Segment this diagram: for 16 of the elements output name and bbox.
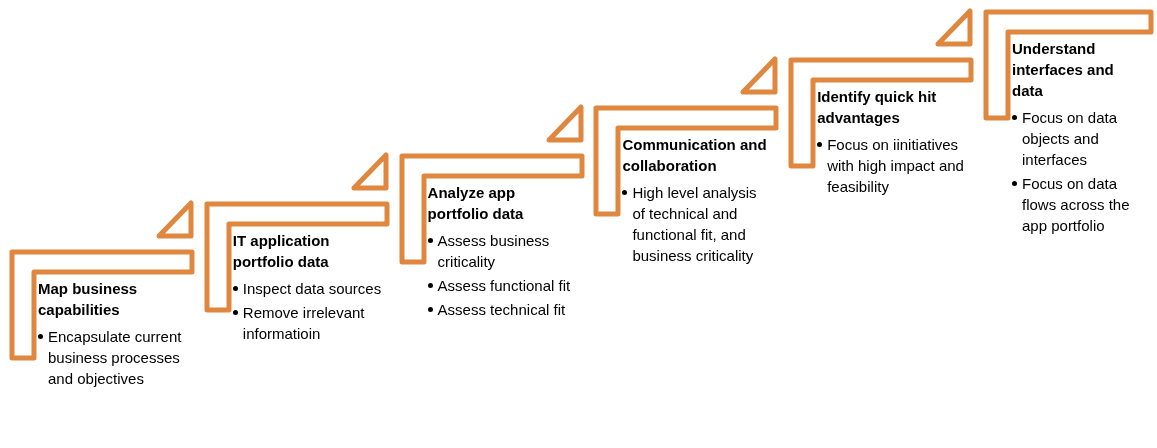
step-heading: Identify quick hit advantages <box>817 87 938 128</box>
bullet-text: Inspect data sources <box>242 279 382 299</box>
bullet-text: Assess business criticality <box>437 231 551 272</box>
bullet-text: Focus on iinitiatives with high impact and feasibility <box>827 135 965 197</box>
step-heading: Map business capabilities <box>38 279 139 320</box>
bullet-text: Assess technical fit <box>437 300 566 320</box>
bullet-text: Focus on data objects and interfaces <box>1022 108 1119 170</box>
step-heading: Understand interfaces and data <box>1012 39 1115 101</box>
step-heading: Communication and collaboration <box>622 135 768 176</box>
bullet-text: High level analysis of technical and functional fit, and business criticality <box>632 183 758 266</box>
bullet-text: Remove irrelevant informatioin <box>242 303 366 344</box>
bullet-text: Encapsulate current business processes and objectives <box>48 327 183 389</box>
step-heading: Analyze app portfolio data <box>427 183 525 224</box>
step-heading: IT application portfolio data <box>232 231 331 272</box>
bullet-text: Focus on data flows across the app portfolio <box>1022 174 1131 236</box>
bullet-text: Assess functional fit <box>437 276 571 296</box>
